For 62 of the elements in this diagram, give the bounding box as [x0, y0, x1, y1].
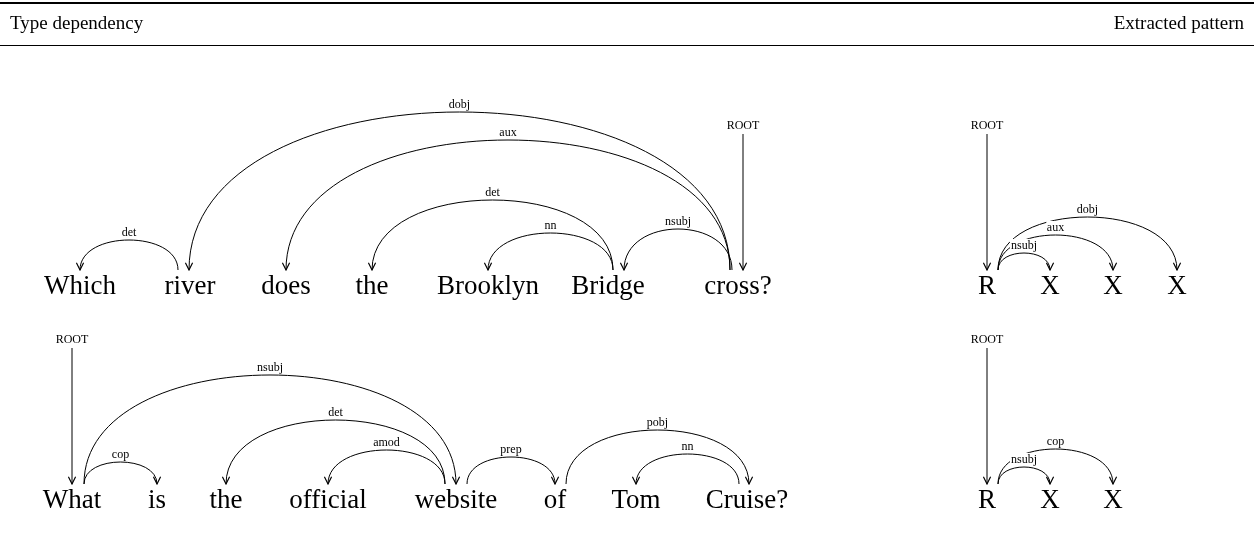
edge-label: pobj — [645, 416, 670, 429]
dependency-arc — [997, 216, 1180, 271]
word: river — [164, 270, 216, 300]
word: official — [289, 484, 367, 514]
word: Brooklyn — [437, 270, 539, 300]
dependency-arc — [997, 252, 1053, 271]
dependency-arc — [283, 139, 731, 271]
dependency-arc — [83, 374, 459, 485]
word: X — [1040, 270, 1060, 300]
dependency-arc — [369, 199, 614, 271]
dependency-arc — [565, 429, 752, 485]
edge-label: det — [327, 406, 344, 419]
word: Which — [44, 270, 116, 300]
dependency-arc — [83, 461, 160, 485]
word: X — [1040, 484, 1060, 514]
dependency-arc — [997, 234, 1116, 271]
word: the — [355, 270, 389, 300]
column-header: Type dependency — [10, 12, 144, 34]
edge-label: amod — [372, 436, 401, 449]
edge-label: det — [484, 186, 501, 199]
edge-label: det — [120, 226, 138, 239]
edge-label: nsubj — [664, 215, 692, 228]
edge-label: nsubj — [256, 361, 284, 374]
dependency-arc — [997, 466, 1053, 485]
root-arrow — [738, 133, 748, 271]
dependency-arc — [621, 228, 733, 271]
word: is — [148, 484, 166, 514]
dependency-arc — [466, 456, 558, 485]
edge-label: dobj — [447, 98, 472, 111]
edge-label: nsubj — [1010, 239, 1038, 252]
root-label: ROOT — [55, 333, 89, 346]
word: the — [209, 484, 243, 514]
word: website — [414, 484, 498, 514]
edge-label: nsubj — [1010, 453, 1038, 466]
word: X — [1167, 270, 1187, 300]
root-arrow — [982, 133, 992, 271]
word: cross? — [704, 270, 772, 300]
root-label: ROOT — [970, 333, 1004, 346]
dependency-arc — [223, 419, 446, 485]
root-label: ROOT — [970, 119, 1004, 132]
dependency-arc — [485, 232, 614, 271]
dependency-arc — [997, 448, 1116, 485]
dependency-arc — [186, 111, 731, 271]
dependency-arc — [633, 453, 740, 485]
root-arrow — [67, 347, 77, 485]
edge-label: dobj — [1075, 203, 1100, 216]
word: Tom — [611, 484, 661, 514]
word: Bridge — [571, 270, 645, 300]
word: R — [978, 484, 996, 514]
word: What — [42, 484, 102, 514]
root-label: ROOT — [726, 119, 760, 132]
word: R — [978, 270, 996, 300]
dependency-arc — [325, 449, 446, 485]
dependency-arc — [77, 239, 179, 271]
word: X — [1103, 484, 1123, 514]
edge-label: aux — [1045, 221, 1066, 234]
word: X — [1103, 270, 1123, 300]
word: does — [261, 270, 311, 300]
word: Cruise? — [705, 484, 789, 514]
root-arrow — [982, 347, 992, 485]
column-header: Extracted pattern — [1113, 12, 1244, 34]
word: of — [543, 484, 567, 514]
